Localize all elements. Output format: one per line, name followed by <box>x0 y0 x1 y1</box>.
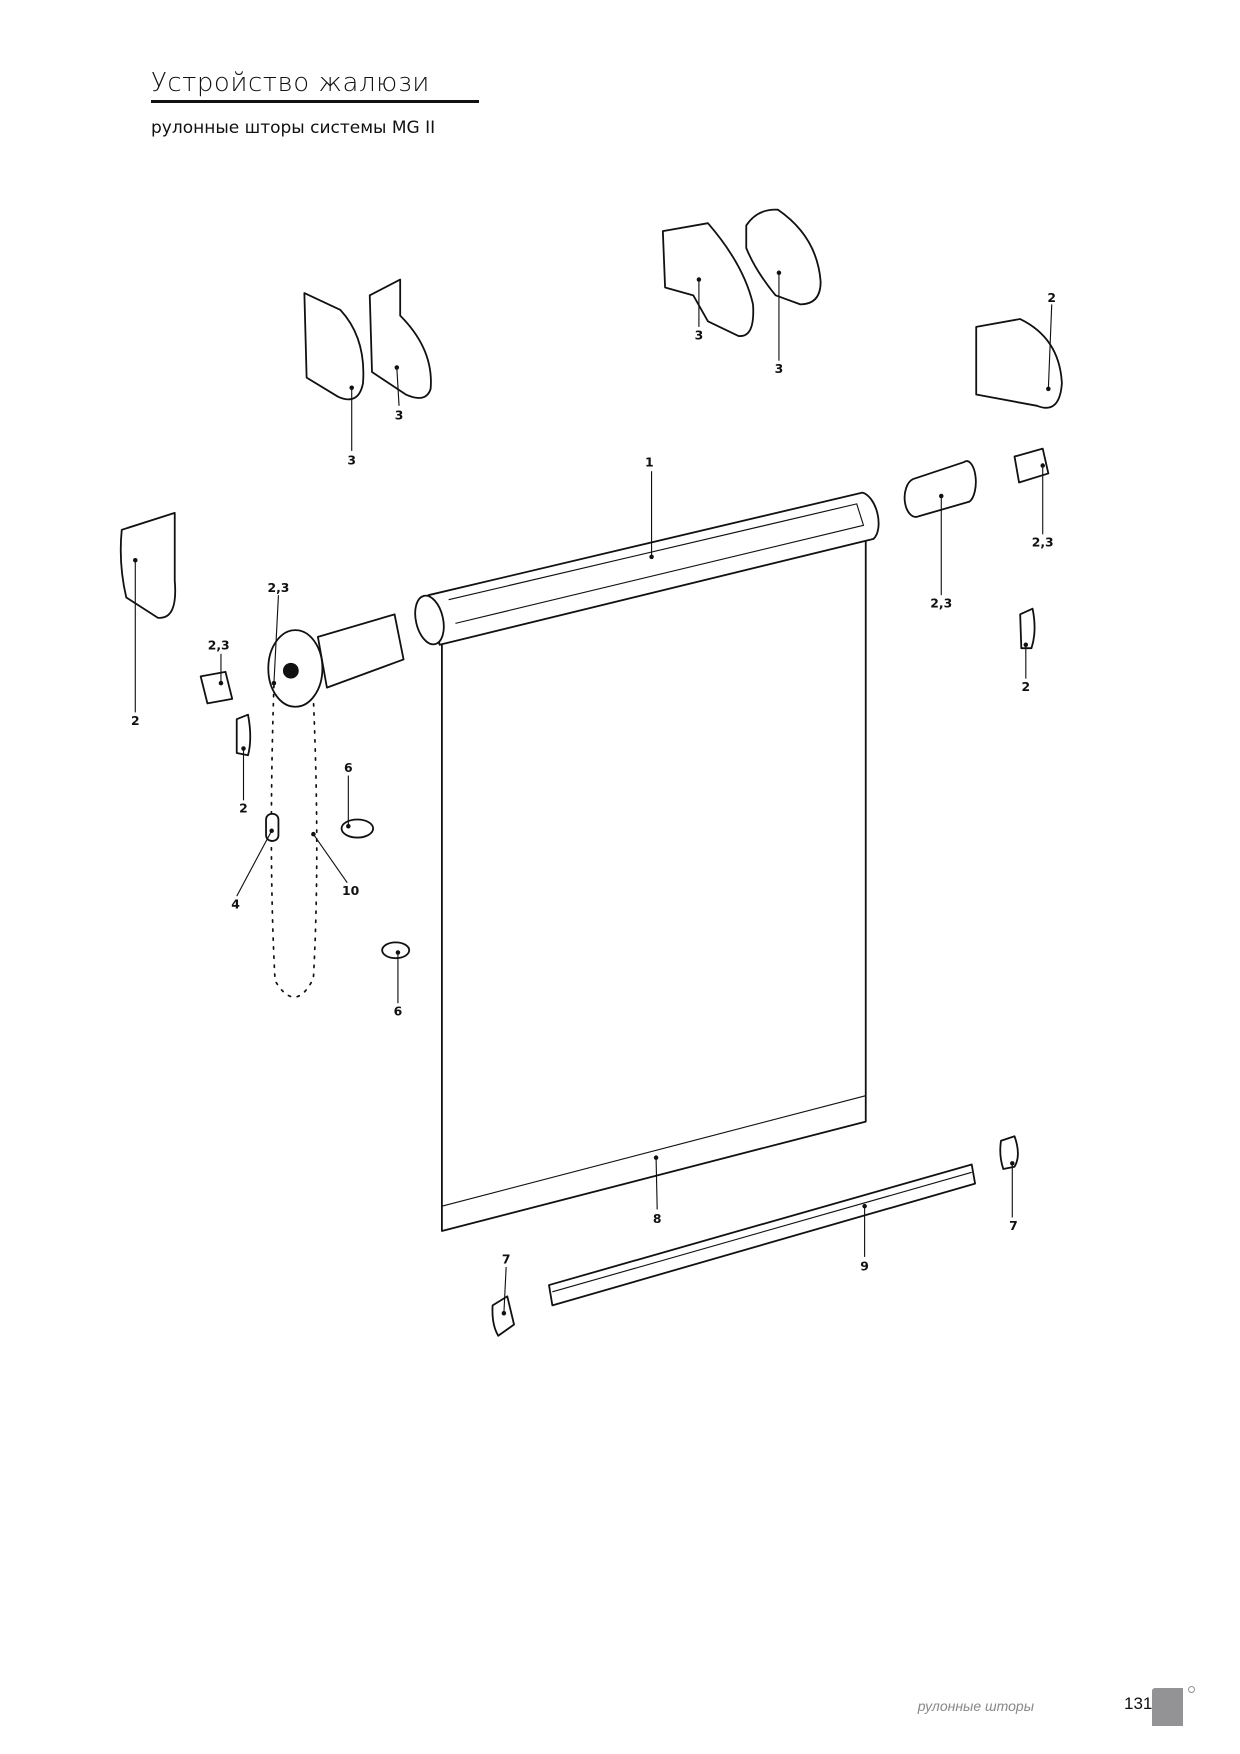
control-unit <box>267 613 405 708</box>
callout-2: 2 <box>131 713 140 728</box>
callout-8: 8 <box>653 1211 662 1226</box>
title-underline <box>151 100 479 103</box>
callout-2-3: 2,3 <box>930 596 952 611</box>
page-tab-dot <box>1188 1686 1195 1693</box>
fabric <box>440 537 867 1232</box>
roller-tube <box>414 491 880 646</box>
callout-7: 7 <box>1009 1218 1018 1233</box>
bottom-bar <box>548 1163 976 1307</box>
page-title: Устройство жалюзи <box>151 68 430 98</box>
callout-2: 2 <box>239 801 248 816</box>
callout-4: 4 <box>231 897 240 912</box>
callout-2: 2 <box>1047 290 1056 305</box>
brackets <box>119 208 1063 1337</box>
leader-lines <box>133 270 1053 1316</box>
chain <box>265 684 318 998</box>
page-tab-marker <box>1152 1688 1183 1726</box>
callout-9: 9 <box>860 1258 869 1273</box>
callout-10: 10 <box>342 883 360 898</box>
callout-3: 3 <box>695 327 704 342</box>
callout-2-3: 2,3 <box>267 580 289 595</box>
callout-2-3: 2,3 <box>1032 535 1054 550</box>
callout-3: 3 <box>395 407 404 422</box>
callout-1: 1 <box>645 455 654 470</box>
callout-7: 7 <box>502 1252 511 1267</box>
callout-2-3: 2,3 <box>208 637 230 652</box>
callout-2: 2 <box>1021 679 1030 694</box>
callout-6: 6 <box>344 760 353 775</box>
footer-section: рулонные шторы <box>917 1698 1034 1714</box>
callout-6: 6 <box>394 1004 403 1019</box>
callout-3: 3 <box>775 361 784 376</box>
page-number: 131 <box>1124 1694 1153 1713</box>
page-subtitle: рулонные шторы системы MG II <box>151 118 436 138</box>
callout-3: 3 <box>347 452 356 467</box>
gear-icon <box>282 662 299 679</box>
